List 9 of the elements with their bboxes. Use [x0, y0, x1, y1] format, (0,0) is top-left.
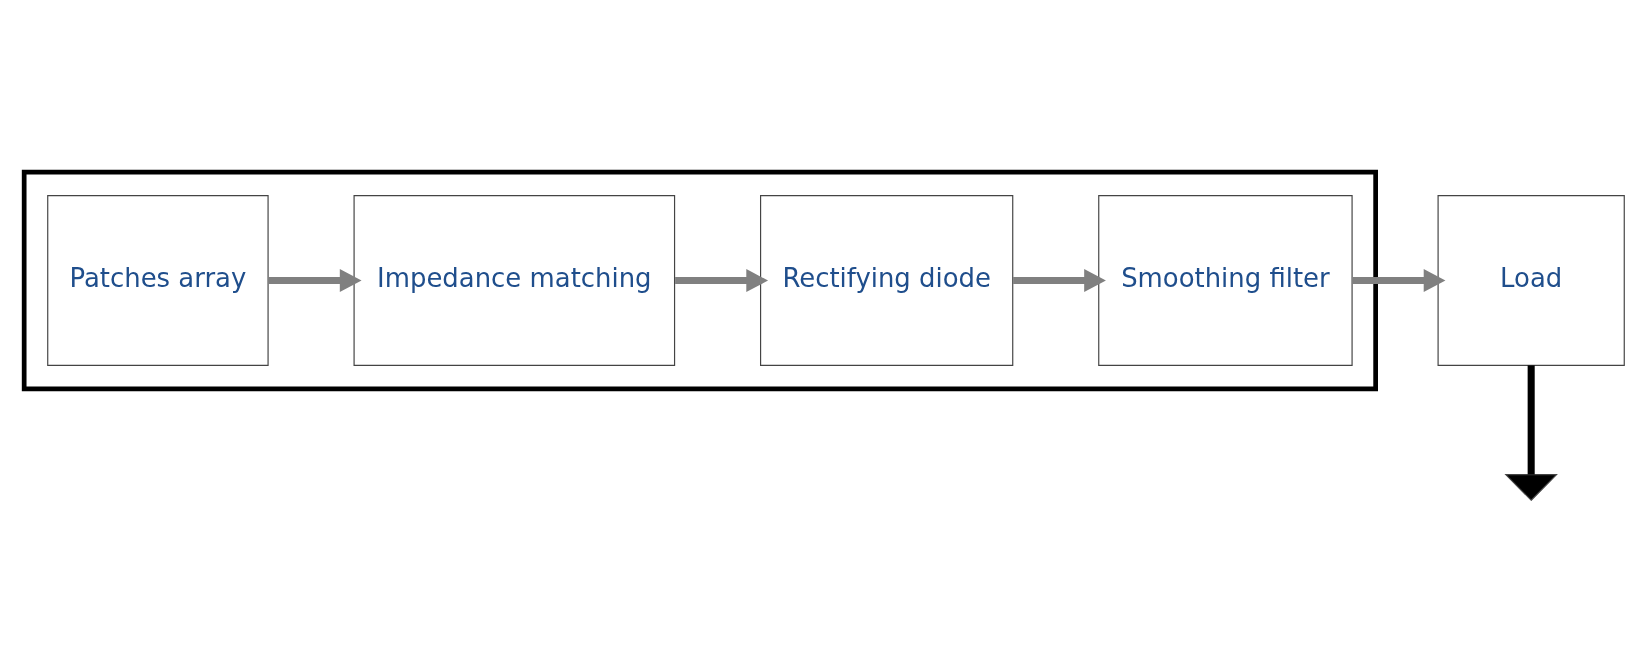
node-box: Load: [1437, 195, 1625, 366]
node-box: Impedance matching: [353, 195, 676, 366]
node-ground: [1504, 474, 1558, 502]
node-box: Rectifying diode: [760, 195, 1014, 366]
arrow: [268, 269, 362, 292]
node-box: Smoothing filter: [1098, 195, 1353, 366]
cluster: [21, 169, 1378, 392]
node-box: Patches array: [47, 195, 269, 366]
arrow: [1352, 269, 1446, 292]
